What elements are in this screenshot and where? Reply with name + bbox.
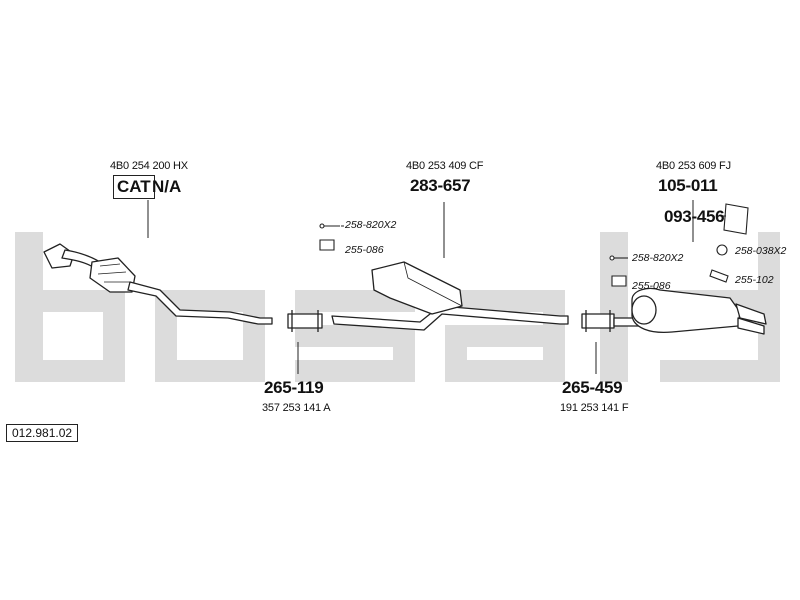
clamp-rear-part: 265-459 xyxy=(562,378,623,397)
accessory-rear-2: 258-038X2 xyxy=(735,245,787,257)
rubber-ring-icon xyxy=(716,244,728,256)
clamp-front-shape xyxy=(287,313,323,329)
accessory-icons xyxy=(319,203,749,287)
exhaust-parts xyxy=(43,243,767,335)
bolt-head-icon xyxy=(319,223,325,229)
gasket-icon-rear xyxy=(611,275,627,287)
clamp-front-oem: 357 253 141 A xyxy=(262,402,331,414)
catalytic-oem: 4B0 254 200 HX xyxy=(110,160,188,172)
accessory-mid-0: 258-820X2 xyxy=(345,219,397,231)
rear-silencer-part: 105-011 xyxy=(658,176,718,195)
middle-silencer-shape xyxy=(371,261,463,315)
accessory-rear-1: 255-086 xyxy=(632,280,671,292)
accessory-rear-3: 255-102 xyxy=(735,274,774,286)
catalytic-cat-label: CAT xyxy=(113,175,155,199)
brand-watermark xyxy=(15,232,780,382)
accessory-mid-1: 255-086 xyxy=(345,244,384,256)
intermediate-pipe-front xyxy=(127,281,273,325)
clamp-rear-oem: 191 253 141 F xyxy=(560,402,629,414)
gasket-icon xyxy=(319,239,335,251)
tail-pipes xyxy=(735,303,767,335)
hanger-icon xyxy=(723,203,749,235)
bracket-icon xyxy=(709,269,729,283)
accessory-rear-0: 258-820X2 xyxy=(632,252,684,264)
clamp-front-part: 265-119 xyxy=(264,378,324,397)
middle-silencer-oem: 4B0 253 409 CF xyxy=(406,160,484,172)
rear-hanger-part: 093-456 xyxy=(664,207,725,226)
catalytic-converter xyxy=(89,257,136,293)
leader-lines xyxy=(147,200,726,374)
middle-silencer-part: 283-657 xyxy=(410,176,471,195)
diagram-number: 012.981.02 xyxy=(6,424,79,442)
rear-silencer-oem: 4B0 253 609 FJ xyxy=(656,160,731,172)
bolt-head-icon-rear xyxy=(609,255,615,261)
clamp-rear-shape xyxy=(581,313,615,329)
catalytic-status: N/A xyxy=(152,177,182,196)
